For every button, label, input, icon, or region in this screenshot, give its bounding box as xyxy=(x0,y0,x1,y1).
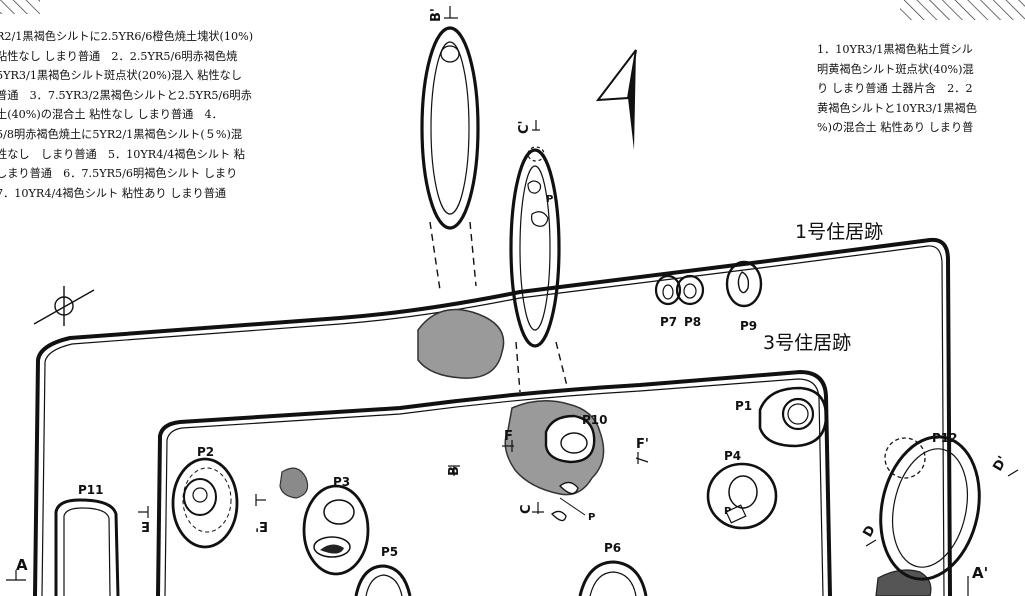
pit-p3 xyxy=(302,484,370,576)
legend-line: %)の混合土 粘性あり しまり普 xyxy=(817,121,974,135)
dwelling-1-label: 1号住居跡 xyxy=(795,221,883,243)
pit-label-p3: P3 xyxy=(333,475,350,489)
datum-crosshair-icon xyxy=(33,286,95,326)
legend-line: 明黄褐色シルト斑点状(40%)混 xyxy=(817,62,974,76)
legend-line: 性なし しまり普通 5．10YR4/4褐色シルト 粘 xyxy=(0,147,245,161)
pit-label-p9: P9 xyxy=(740,319,757,333)
pit-label-p8: P8 xyxy=(684,315,701,329)
pit-p10 xyxy=(544,414,596,522)
legend-line: 普通 3．7.5YR3/2黒褐色シルトと2.5YR5/6明赤 xyxy=(0,88,252,102)
pit-p7 xyxy=(654,274,682,306)
pit-label-p10: P10 xyxy=(582,413,608,427)
soil-layer-legend-left: R2/1黒褐色シルトに2.5YR6/6橙色焼土塊状(10%) 粘性なし しまり普… xyxy=(0,27,348,203)
section-label-b-prime: B' xyxy=(429,8,444,22)
legend-line: 土(40%)の混合土 粘性なし しまり普通 4． xyxy=(0,108,223,122)
pit-label-p7: P7 xyxy=(660,315,677,329)
burnt-soil-patch xyxy=(279,467,309,499)
pit-p2 xyxy=(171,457,239,549)
section-trench-c xyxy=(509,146,569,393)
legend-line: 黄褐色シルトと10YR3/1黒褐色 xyxy=(817,101,977,115)
marker-p-small: P xyxy=(588,512,595,523)
pit-label-p1: P1 xyxy=(735,399,752,413)
section-label-f: F xyxy=(504,429,513,444)
pit-p9 xyxy=(725,260,763,308)
section-label-d-prime: D' xyxy=(990,454,1010,474)
legend-line: 5YR3/1黒褐色シルト斑点状(20%)混入 粘性なし xyxy=(0,69,242,83)
section-label-a: A xyxy=(16,556,28,574)
frame-hatch-left xyxy=(0,0,40,14)
dwelling-3-outline xyxy=(156,370,832,596)
section-trench-b xyxy=(420,26,480,291)
section-label-f-prime: F' xyxy=(636,437,649,452)
legend-line: 1．10YR3/1黒褐色粘土質シル xyxy=(817,43,973,56)
burnt-soil-patch xyxy=(417,308,505,379)
pit-label-p11: P11 xyxy=(78,483,104,497)
frame-hatch-right xyxy=(900,0,1025,20)
section-label-e-prime: E' xyxy=(255,518,268,533)
pit-label-p4: P4 xyxy=(724,449,741,463)
section-label-b: B xyxy=(447,466,462,476)
section-label-e: E xyxy=(141,518,150,533)
pit-p1 xyxy=(758,386,828,448)
pit-p5 xyxy=(354,564,412,596)
burnt-soil-patch xyxy=(875,569,932,596)
marker-p-small: P xyxy=(724,506,731,517)
dwelling-1-outline xyxy=(33,237,952,596)
north-arrow-icon xyxy=(595,49,637,150)
pit-p8 xyxy=(675,274,705,306)
pit-label-p5: P5 xyxy=(381,545,398,559)
pit-p11 xyxy=(54,498,120,596)
section-label-d: D xyxy=(860,523,878,540)
legend-line: り しまり普通 土器片含 2．2 xyxy=(817,82,973,96)
soil-layer-legend-right: 1．10YR3/1黒褐色粘土質シル 明黄褐色シルト斑点状(40%)混 り しまり… xyxy=(817,40,977,138)
section-label-c: C xyxy=(519,504,534,514)
legend-line: 5/8明赤褐色焼土に5YR2/1黒褐色シルト(５%)混 xyxy=(0,127,243,141)
legend-line: R2/1黒褐色シルトに2.5YR6/6橙色焼土塊状(10%) xyxy=(0,30,254,43)
pit-label-p2: P2 xyxy=(197,445,214,459)
pit-p6 xyxy=(578,560,648,596)
section-label-a-prime: A' xyxy=(972,564,988,582)
legend-line: しまり普通 6．7.5YR5/6明褐色シルト しまり xyxy=(0,167,238,181)
pit-label-p6: P6 xyxy=(604,541,621,555)
dwelling-3-label: 3号住居跡 xyxy=(763,332,851,354)
pit-p4 xyxy=(706,462,778,530)
pit-p12 xyxy=(879,435,981,581)
legend-line: 粘性なし しまり普通 2．2.5YR5/6明赤褐色焼 xyxy=(0,49,238,63)
marker-p-small: P xyxy=(546,194,553,205)
pit-label-p12: P12 xyxy=(932,431,958,445)
section-label-c-prime: C' xyxy=(517,120,532,134)
legend-line: 7．10YR4/4褐色シルト 粘性あり しまり普通 xyxy=(0,186,227,200)
